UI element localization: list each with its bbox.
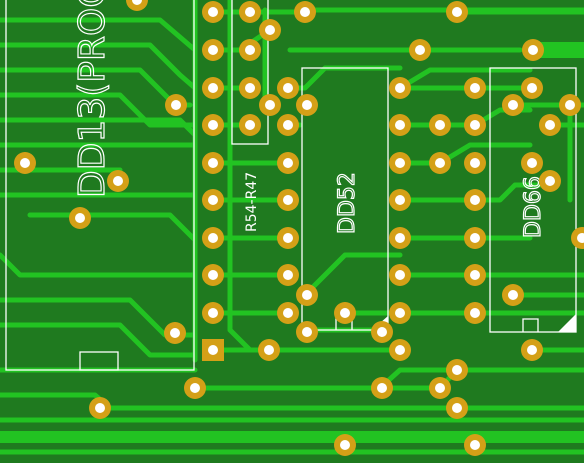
pad-hole	[208, 233, 218, 243]
pad-hole	[470, 195, 480, 205]
silkscreen-layer	[5, 0, 577, 371]
pads-layer	[14, 0, 584, 456]
pad-hole	[300, 7, 310, 17]
pad-hole	[452, 403, 462, 413]
pad-hole	[245, 83, 255, 93]
dd52-label: DD52	[335, 172, 360, 234]
pad-hole	[208, 120, 218, 130]
pad-hole	[283, 195, 293, 205]
pad-hole	[245, 120, 255, 130]
pad-hole	[395, 158, 405, 168]
pad-hole	[283, 308, 293, 318]
pad-hole	[190, 383, 200, 393]
pad-hole	[470, 233, 480, 243]
pad-hole	[171, 100, 181, 110]
pad-hole	[283, 120, 293, 130]
pad-hole	[565, 100, 575, 110]
pad-hole	[340, 440, 350, 450]
pad-hole	[283, 83, 293, 93]
pad-hole	[435, 383, 445, 393]
pad-hole	[470, 270, 480, 280]
pad-hole	[208, 195, 218, 205]
pad-hole	[208, 83, 218, 93]
pad-hole	[170, 328, 180, 338]
pad-hole	[435, 120, 445, 130]
pad-hole	[395, 120, 405, 130]
pad-hole	[302, 290, 312, 300]
pad-hole	[395, 270, 405, 280]
dd66-outline	[489, 67, 577, 333]
pad-hole	[245, 45, 255, 55]
pad-hole	[95, 403, 105, 413]
pad-hole	[265, 100, 275, 110]
pad-hole	[283, 270, 293, 280]
pad-hole	[208, 7, 218, 17]
pad-hole	[264, 345, 274, 355]
dd13-tab	[79, 351, 119, 371]
pad-hole	[208, 45, 218, 55]
pad-ring	[126, 0, 148, 11]
pad-hole	[435, 158, 445, 168]
pad-hole	[265, 25, 275, 35]
pad-hole	[283, 158, 293, 168]
dd52-outline	[301, 67, 389, 331]
pad-hole	[395, 233, 405, 243]
pad-hole	[75, 213, 85, 223]
r54-r47-outline	[231, 0, 269, 145]
pad-hole	[395, 83, 405, 93]
pad-hole	[377, 383, 387, 393]
pad-hole	[395, 345, 405, 355]
dd13-label: DD13(PROC	[72, 0, 113, 198]
pad-hole	[545, 120, 555, 130]
pad-hole	[132, 0, 142, 5]
pad-hole	[302, 100, 312, 110]
pad-hole	[113, 176, 123, 186]
pad-hole	[208, 345, 218, 355]
pad-hole	[208, 270, 218, 280]
pad-hole	[470, 440, 480, 450]
pad-hole	[395, 308, 405, 318]
pad-hole	[577, 233, 584, 243]
pad-hole	[208, 158, 218, 168]
pad-hole	[415, 45, 425, 55]
pad-hole	[527, 345, 537, 355]
pad-hole	[470, 308, 480, 318]
pad-hole	[545, 176, 555, 186]
pad-hole	[452, 365, 462, 375]
pad-hole	[20, 158, 30, 168]
pad-hole	[340, 308, 350, 318]
r54-r47-label: R54-R47	[244, 172, 260, 232]
dd66-pin1-marker	[558, 314, 576, 332]
pad-hole	[377, 327, 387, 337]
pad-hole	[395, 195, 405, 205]
pad-hole	[283, 233, 293, 243]
pad-hole	[470, 158, 480, 168]
pad-hole	[528, 45, 538, 55]
pad-hole	[470, 120, 480, 130]
pad-hole	[208, 308, 218, 318]
pad-hole	[527, 158, 537, 168]
pad-hole	[452, 7, 462, 17]
dd66-notch	[522, 318, 539, 332]
pad-hole	[470, 83, 480, 93]
pad-hole	[245, 7, 255, 17]
pad-hole	[302, 327, 312, 337]
pad-hole	[508, 290, 518, 300]
pad-hole	[527, 83, 537, 93]
pad-hole	[508, 100, 518, 110]
